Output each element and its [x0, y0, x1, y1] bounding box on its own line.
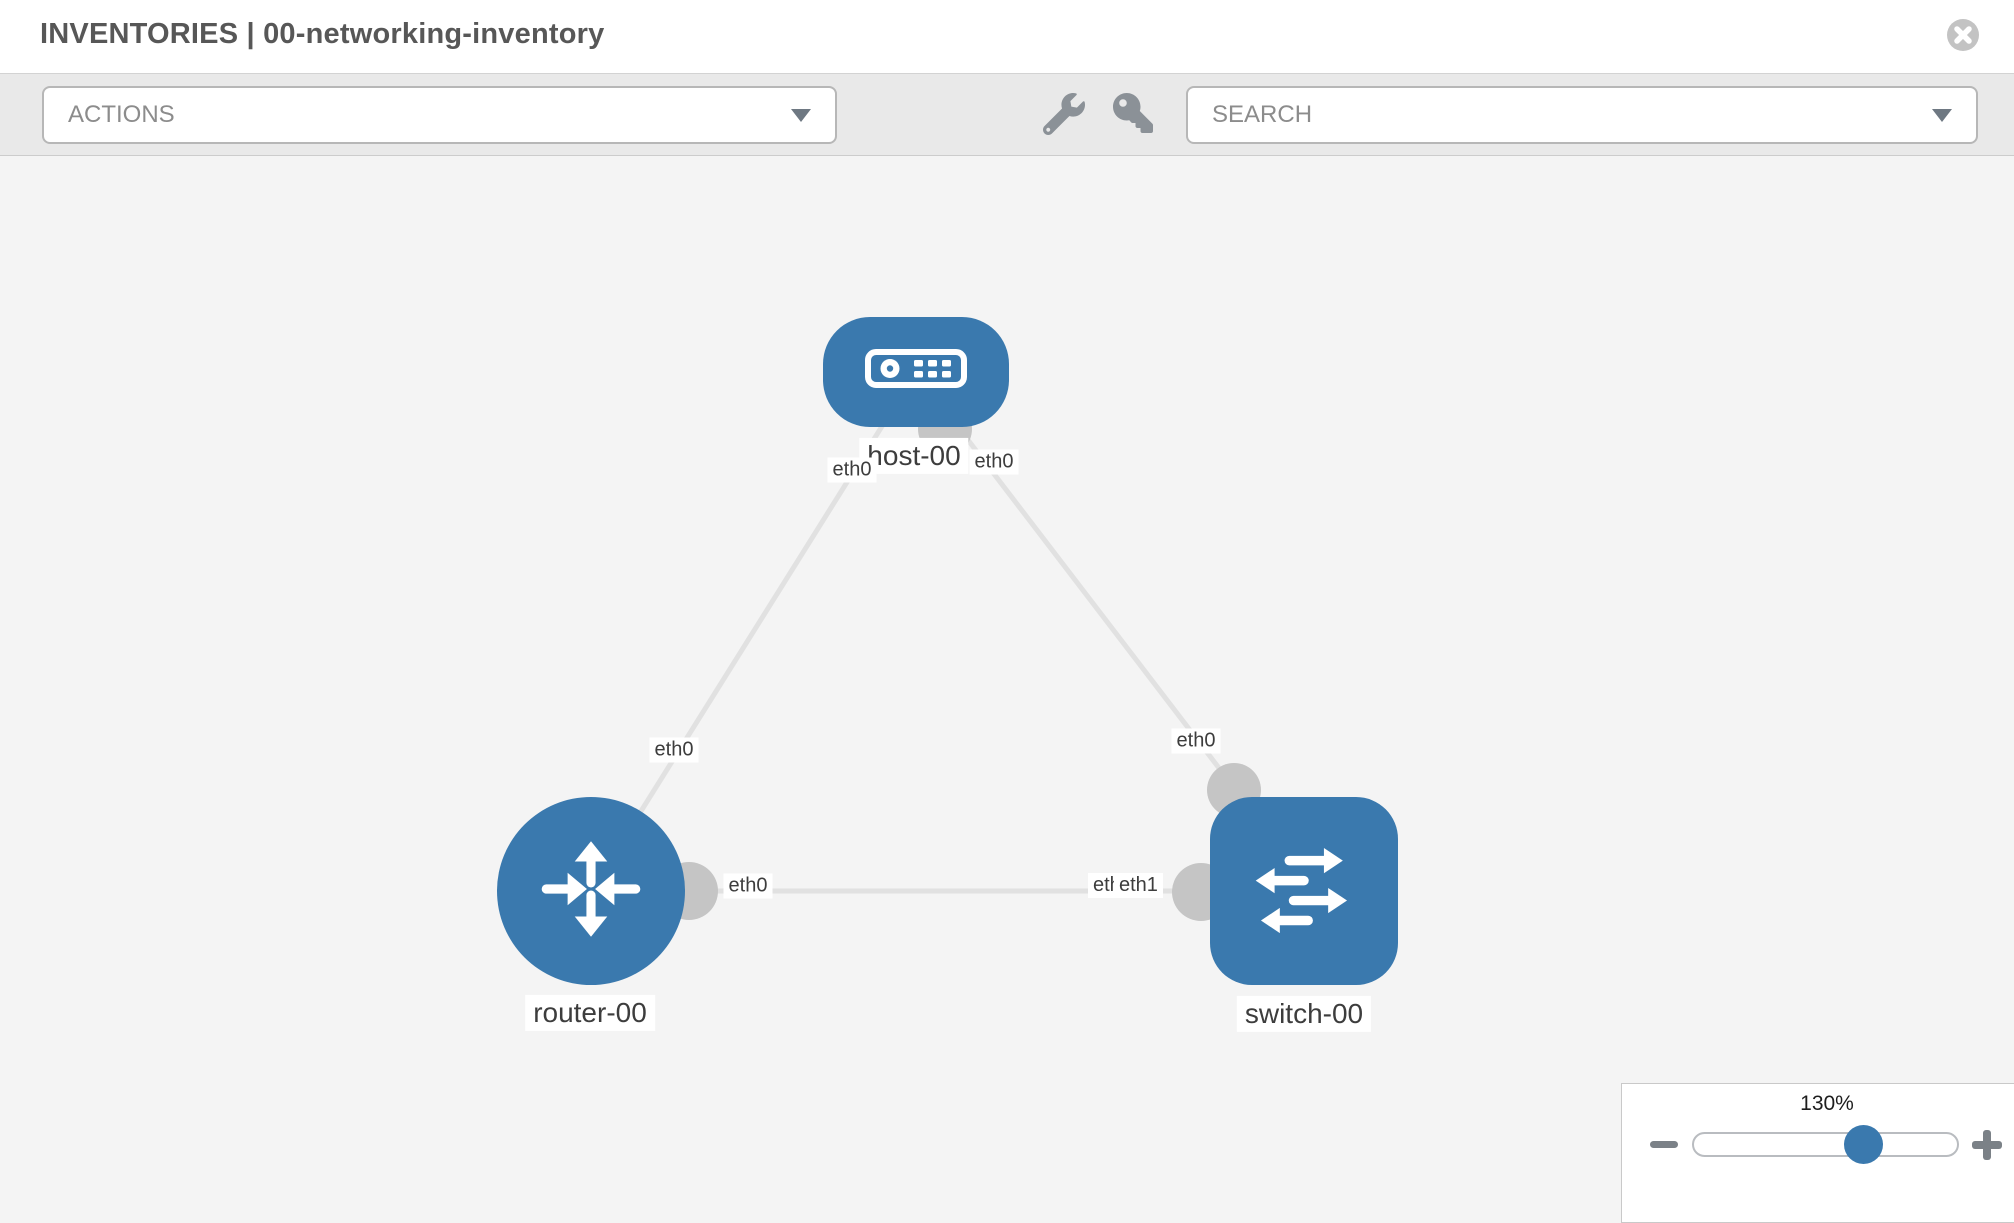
interface-label-router-to-switch: eth0 — [723, 873, 773, 899]
actions-dropdown[interactable]: ACTIONS — [42, 86, 837, 144]
toolbar: ACTIONS SEARCH — [0, 73, 2014, 156]
server-icon — [864, 346, 968, 399]
interface-label-host-to-switch: eth0 — [969, 449, 1019, 475]
node-router-00[interactable] — [497, 797, 685, 985]
node-label-switch: switch-00 — [1236, 995, 1372, 1033]
node-switch-00[interactable] — [1210, 797, 1398, 985]
search-dropdown[interactable]: SEARCH — [1186, 86, 1978, 144]
wrench-icon[interactable] — [1042, 93, 1089, 139]
node-label-host: host-00 — [859, 437, 969, 475]
plus-icon[interactable] — [1972, 1130, 2002, 1160]
zoom-slider-handle[interactable] — [1844, 1125, 1883, 1164]
chevron-down-icon — [791, 108, 811, 122]
zoom-level-value: 130% — [1800, 1092, 1854, 1115]
title-bar: INVENTORIES | 00-networking-inventory — [0, 0, 2014, 73]
zoom-control-panel: 130% — [1621, 1083, 2014, 1223]
interface-label-switch-to-host: eth0 — [1171, 728, 1221, 754]
close-icon[interactable] — [1946, 18, 1980, 52]
page-title: INVENTORIES | 00-networking-inventory — [40, 18, 605, 50]
node-label-router: router-00 — [525, 994, 655, 1032]
search-dropdown-label: SEARCH — [1212, 101, 1313, 128]
interface-label-host-to-router: eth0 — [827, 457, 877, 483]
key-icon[interactable] — [1113, 93, 1159, 139]
node-host-00[interactable] — [823, 317, 1009, 427]
actions-dropdown-label: ACTIONS — [68, 101, 175, 128]
interface-label-switch-left-overlap: eth0 eth1 — [1088, 873, 1180, 899]
switch-arrows-icon — [1241, 826, 1367, 957]
chevron-down-icon — [1932, 108, 1952, 122]
minus-icon[interactable] — [1650, 1132, 1680, 1156]
router-arrows-icon — [530, 828, 652, 955]
interface-label-router-to-host: eth0 — [649, 737, 699, 763]
zoom-slider-track[interactable] — [1692, 1132, 1959, 1157]
interface-label-eth1-front: eth1 — [1114, 873, 1163, 898]
